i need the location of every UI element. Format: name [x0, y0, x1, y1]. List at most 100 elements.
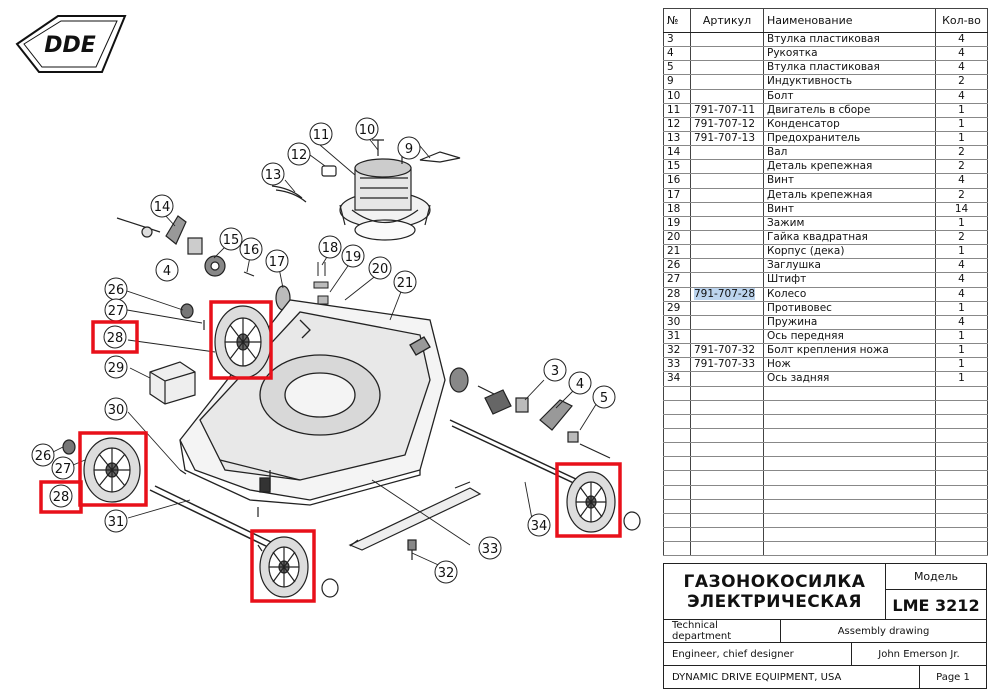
cell-empty: [763, 484, 936, 500]
cell-article: [690, 187, 764, 203]
svg-text:31: 31: [108, 515, 125, 530]
highlight-wheel-bottom: [250, 529, 316, 603]
page-number: Page 1: [936, 671, 970, 683]
svg-text:28: 28: [53, 490, 70, 505]
cell-no: 30: [663, 314, 691, 330]
callout-34: 34: [527, 513, 551, 537]
table-row-empty: [663, 484, 988, 500]
cell-no: 9: [663, 74, 691, 90]
highlight-boxes: [39, 300, 622, 603]
cell-empty: [690, 512, 764, 528]
cell-qty: 4: [935, 31, 988, 48]
cell-empty: [763, 498, 936, 514]
table-row-empty: [663, 442, 988, 458]
cell-empty: [763, 427, 936, 444]
cell-empty: [763, 385, 936, 401]
callout-4-left: 4: [155, 258, 179, 282]
svg-text:27: 27: [108, 304, 125, 319]
cell-name: Винт: [763, 173, 936, 189]
cell-empty: [935, 498, 988, 514]
svg-text:28: 28: [107, 331, 124, 346]
cell-empty: [935, 456, 988, 472]
callout-27-bottom: 27: [51, 456, 75, 480]
cell-empty: [690, 470, 764, 486]
cell-no: 29: [663, 300, 691, 316]
cell-article: [690, 300, 764, 316]
table-row-empty: [663, 526, 988, 543]
callout-29: 29: [104, 355, 128, 379]
highlight-callout-28-top: [91, 320, 139, 354]
cell-empty: [935, 442, 988, 458]
highlight-wheel-right: [555, 462, 622, 538]
department: Technical department: [672, 620, 732, 642]
cell-article: [690, 145, 764, 161]
cell-name: Втулка пластиковая: [763, 31, 936, 48]
table-row-empty: [663, 456, 988, 472]
svg-text:11: 11: [313, 128, 330, 143]
cell-name: Штифт: [763, 272, 936, 288]
callout-9: 9: [397, 136, 421, 160]
cell-name: Втулка пластиковая: [763, 60, 936, 76]
product-name-line2: ЭЛЕКТРИЧЕСКАЯ: [687, 591, 862, 612]
cell-empty: [763, 526, 936, 543]
callout-4-right: 4: [568, 371, 592, 395]
callout-10: 10: [355, 117, 379, 141]
callout-13: 13: [261, 162, 285, 186]
cell-no: 4: [663, 46, 691, 62]
cell-qty: 4: [935, 88, 988, 104]
cell-no: 16: [663, 173, 691, 189]
cell-article: 791-707-11: [690, 102, 764, 118]
cell-qty: 4: [935, 286, 988, 302]
cell-no: 18: [663, 201, 691, 217]
cell-empty: [935, 484, 988, 500]
cell-article: [690, 173, 764, 189]
cell-empty: [663, 484, 691, 500]
callout-3: 3: [543, 358, 567, 382]
cell-empty: [935, 385, 988, 401]
cell-qty: 4: [935, 272, 988, 288]
callout-12: 12: [287, 142, 311, 166]
cell-no: 28: [663, 286, 691, 302]
svg-text:4: 4: [576, 377, 584, 392]
callout-5: 5: [592, 385, 616, 409]
cell-qty: 1: [935, 215, 988, 231]
cell-empty: [763, 541, 936, 557]
model-value: LME 3212: [892, 595, 980, 615]
cell-article: [690, 46, 764, 62]
cell-empty: [663, 512, 691, 528]
cell-name: Винт: [763, 201, 936, 217]
callout-30: 30: [104, 397, 128, 421]
cell-empty: [663, 385, 691, 401]
cell-name: Деталь крепежная: [763, 187, 936, 203]
cell-name: Колесо: [763, 286, 936, 302]
cell-empty: [690, 484, 764, 500]
cell-empty: [763, 512, 936, 528]
cell-no: 27: [663, 272, 691, 288]
callout-33: 33: [478, 536, 502, 560]
company-name: DYNAMIC DRIVE EQUIPMENT, USA: [672, 671, 842, 683]
callout-28-top: 28: [103, 325, 127, 349]
cell-no: 5: [663, 60, 691, 76]
callout-18: 18: [318, 235, 342, 259]
cell-qty: 2: [935, 74, 988, 90]
table-row-empty: [663, 413, 988, 429]
cell-empty: [935, 470, 988, 486]
svg-text:30: 30: [108, 403, 125, 418]
cell-empty: [763, 442, 936, 458]
cell-name: Ось задняя: [763, 371, 936, 387]
designer-name: John Emerson Jr.: [878, 648, 960, 660]
cell-empty: [690, 385, 764, 401]
logo-text: DDE: [44, 33, 96, 58]
cell-name: Ось передняя: [763, 328, 936, 345]
cell-empty: [763, 470, 936, 486]
svg-text:14: 14: [154, 200, 171, 215]
cell-qty: 4: [935, 258, 988, 274]
